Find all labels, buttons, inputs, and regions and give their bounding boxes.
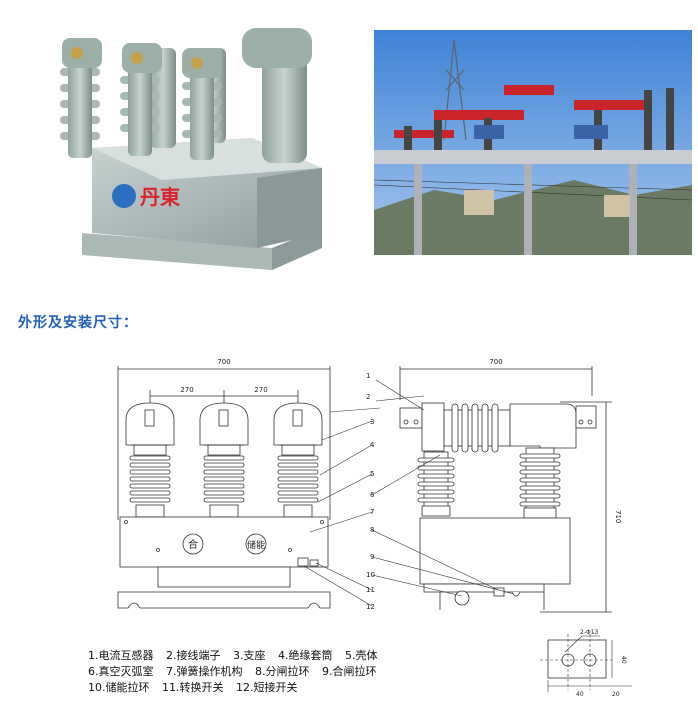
callout-1: 1 (366, 372, 370, 380)
callout-4: 4 (370, 441, 375, 449)
store-energy-mark: 储能 (247, 539, 265, 551)
close-mark: 合 (188, 538, 198, 551)
callout-12: 12 (366, 603, 375, 611)
legend-row-2: 6.真空灭弧室 7.弹簧操作机构 8.分闸拉环 9.合闸拉环 (88, 663, 386, 679)
callout-8: 8 (370, 526, 374, 534)
legend-item: 4.绝缘套筒 (278, 649, 333, 662)
product-photo: 丹東 (60, 28, 322, 270)
side-height-label: 710 (614, 510, 622, 523)
callout-2: 2 (366, 393, 370, 401)
callout-3: 3 (370, 418, 374, 426)
callout-5: 5 (370, 470, 374, 478)
detail-width2-label: 20 (612, 691, 620, 698)
legend-item: 7.弹簧操作机构 (166, 665, 243, 678)
legend-item: 1.电流互感器 (88, 649, 154, 662)
legend-row-1: 1.电流互感器 2.接线端子 3.支座 4.绝缘套筒 5.壳体 (88, 647, 387, 663)
section-title: 外形及安装尺寸： (18, 315, 138, 331)
legend-item: 3.支座 (233, 649, 266, 662)
legend-item: 11.转换开关 (162, 681, 224, 694)
detail-width1-label: 40 (576, 691, 584, 698)
callout-10: 10 (366, 571, 375, 579)
legend-row-3: 10.储能拉环 11.转换开关 12.短接开关 (88, 679, 307, 695)
dimension-drawings: 700 270 270 合 储能 (117, 358, 632, 698)
hole-spec-label: 2-Φ13 (580, 629, 599, 636)
legend-item: 2.接线端子 (166, 649, 221, 662)
legend-item: 8.分闸拉环 (255, 665, 310, 678)
callout-9: 9 (370, 553, 374, 561)
callout-6: 6 (370, 491, 375, 499)
front-pitch-right-label: 270 (254, 386, 267, 394)
legend-item: 5.壳体 (345, 649, 378, 662)
legend-item: 9.合闸拉环 (322, 665, 377, 678)
front-pitch-left-label: 270 (180, 386, 193, 394)
detail-height-label: 40 (620, 656, 627, 664)
legend-item: 10.储能拉环 (88, 681, 150, 694)
front-width-label: 700 (217, 358, 230, 366)
substation-photo (374, 30, 692, 255)
callout-7: 7 (370, 508, 374, 516)
legend-item: 12.短接开关 (236, 681, 298, 694)
callout-11: 11 (366, 586, 375, 594)
brand-logo: 丹東 (140, 185, 180, 209)
side-width-label: 700 (489, 358, 502, 366)
legend-item: 6.真空灭弧室 (88, 665, 154, 678)
